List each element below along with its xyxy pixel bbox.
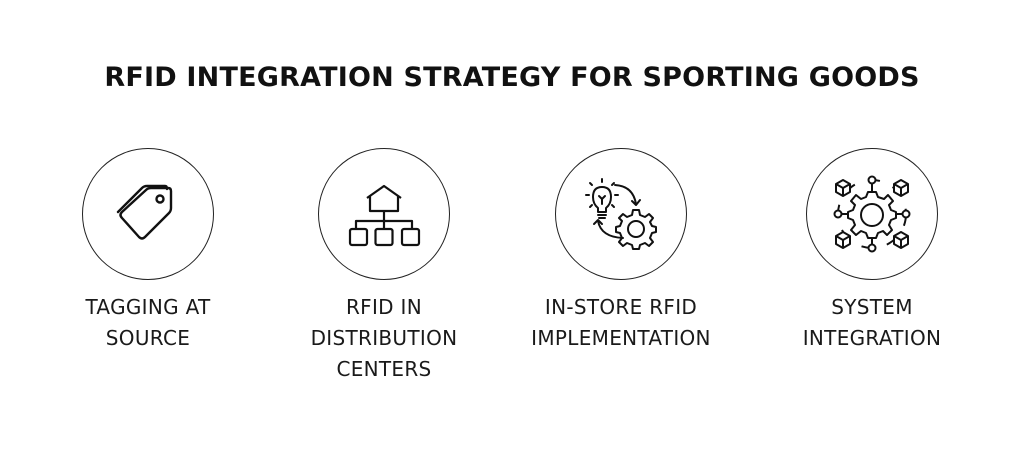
icon-circle	[318, 148, 450, 280]
gear-network-icon	[833, 175, 911, 253]
item-label: TAGGING AT SOURCE	[85, 295, 211, 350]
strategy-item-distribution: RFID IN DISTRIBUTION CENTERS	[264, 148, 504, 385]
item-label: IN-STORE RFID IMPLEMENTATION	[531, 295, 711, 350]
strategy-item-in-store: IN-STORE RFID IMPLEMENTATION	[501, 148, 741, 354]
item-label: SYSTEM INTEGRATION	[802, 295, 942, 350]
lightbulb-gear-cycle-icon	[585, 178, 657, 250]
item-label: RFID IN DISTRIBUTION CENTERS	[310, 295, 458, 381]
distribution-hierarchy-icon	[348, 184, 421, 247]
page-title: RFID INTEGRATION STRATEGY FOR SPORTING G…	[104, 62, 920, 93]
strategy-item-system-integration: SYSTEM INTEGRATION	[752, 148, 992, 354]
icon-circle	[555, 148, 687, 280]
strategy-item-tagging: TAGGING AT SOURCE	[28, 148, 268, 354]
icon-circle	[82, 148, 214, 280]
icon-circle	[806, 148, 938, 280]
tag-icon	[116, 184, 173, 240]
